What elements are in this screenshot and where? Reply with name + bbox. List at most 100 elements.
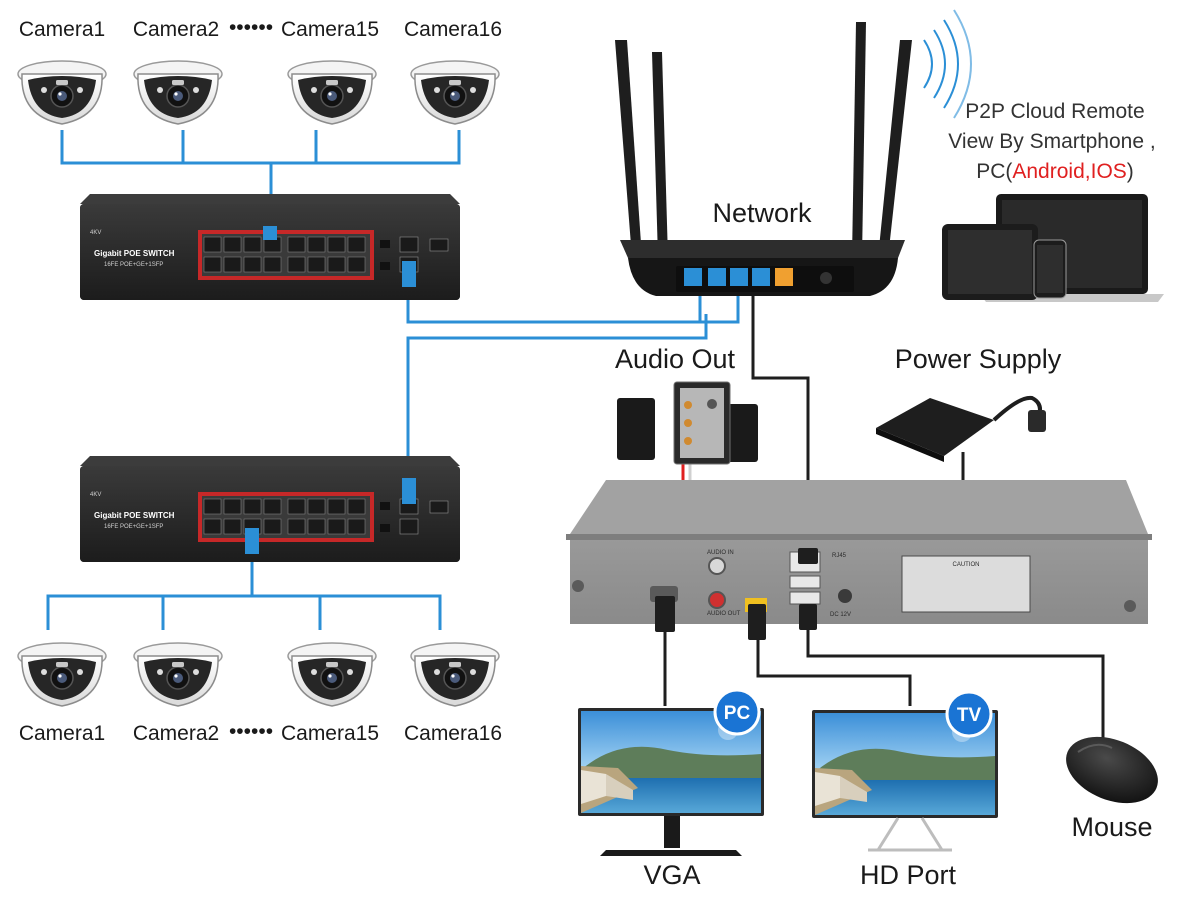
camera-label: Camera15 [281, 18, 379, 41]
vga-label: VGA [643, 860, 700, 890]
dome-camera-icon [410, 60, 500, 125]
ethernet-plug-icon [402, 478, 416, 504]
dome-camera-icon [17, 642, 107, 707]
dome-camera-icon [410, 642, 500, 707]
ethernet-plug-icon [402, 261, 416, 287]
camera-ellipsis: •••••• [229, 16, 273, 39]
power-adapter-icon [876, 395, 1046, 462]
router-antenna [852, 22, 866, 258]
wifi-signal-icon [953, 9, 972, 119]
top-camera-group: Camera1 Camera2 •••••• Camera15 Camera16 [17, 16, 502, 125]
cable-connectors [655, 548, 818, 640]
router-to-switch2-cable [406, 314, 708, 483]
bottom-camera-drop-cables [161, 596, 322, 630]
poe-switch-2: 4KV Gigabit POE SWITCH 16FE POE+GE+1SFP [79, 455, 461, 563]
tv-badge-text: TV [957, 705, 982, 726]
remote-devices [942, 194, 1164, 302]
router-antenna [652, 52, 668, 258]
wifi-signal-icon [923, 39, 933, 89]
bottom-camera-bus-cable [46, 594, 442, 630]
p2p-line-3: PC(Android,IOS) [976, 160, 1134, 183]
router-lan-port [684, 268, 702, 286]
tv-badge [945, 690, 993, 738]
poe-switch-body [79, 455, 461, 563]
camera-label: Camera1 [19, 18, 105, 41]
switch-brand: 4KV [90, 492, 101, 498]
router-lan-port [730, 268, 748, 286]
hdmi-cable [756, 612, 912, 706]
dc-power-port [838, 589, 852, 603]
top-camera-drop-cables [181, 130, 318, 163]
nvr-recorder: AUDIO IN AUDIO OUT RJ45 DC 12V CAUTION [566, 480, 1152, 624]
wifi-signal-icon [933, 29, 946, 99]
vga-plug-icon [655, 596, 675, 632]
p2p-ios: IOS [1091, 160, 1127, 183]
mouse-device: Mouse [1066, 736, 1158, 842]
dome-camera-icon [287, 642, 377, 707]
caution-sticker [901, 555, 1031, 613]
tv-stand [876, 817, 944, 851]
p2p-sep: , [1085, 160, 1091, 183]
dome-camera-icon [17, 60, 107, 125]
switch1-uplink-to-router-cable [406, 288, 740, 324]
switch-title: Gigabit POE SWITCH [94, 249, 175, 258]
camera-ellipsis: •••••• [229, 720, 273, 743]
caution-text: CAUTION [953, 562, 980, 568]
nvr-dc-text: DC 12V [830, 612, 851, 618]
wifi-signal-icon [943, 19, 959, 109]
audio-out-label: Audio Out [615, 344, 736, 374]
router-antenna [878, 40, 912, 258]
camera-label: Camera15 [281, 722, 379, 745]
nvr-rj45-text: RJ45 [832, 553, 847, 559]
p2p-line-2: View By Smartphone , [948, 130, 1155, 153]
p2p-suffix: ) [1127, 160, 1134, 183]
pc-badge [713, 688, 761, 736]
mouse-icon [1066, 736, 1158, 804]
nvr-audio-out-text: AUDIO OUT [707, 611, 741, 617]
camera-label: Camera2 [133, 18, 219, 41]
hdmi-plug-icon [748, 604, 766, 640]
tv-monitor: TV HD Port [812, 690, 998, 890]
mouse-label: Mouse [1071, 812, 1152, 842]
pc-monitor: PC VGA [578, 688, 764, 890]
camera-label: Camera16 [404, 18, 502, 41]
speaker-system-icon [617, 381, 758, 465]
network-label: Network [712, 198, 812, 228]
ethernet-plug-icon [263, 226, 277, 240]
top-camera-bus-cable [60, 130, 461, 165]
router-lan-port [708, 268, 726, 286]
wifi-router [615, 9, 972, 296]
switch-subtitle: 16FE POE+GE+1SFP [104, 524, 163, 530]
router-power-port [820, 272, 832, 284]
router-to-nvr-cable [751, 296, 810, 555]
audio-out-port [708, 591, 726, 609]
p2p-line-1: P2P Cloud Remote [965, 100, 1144, 123]
p2p-remote-text: P2P Cloud Remote View By Smartphone , PC… [948, 100, 1155, 183]
router-antenna [615, 40, 642, 258]
nvr-audio-in-text: AUDIO IN [707, 550, 734, 556]
dome-camera-icon [133, 60, 223, 125]
router-lan-port [752, 268, 770, 286]
poe-switch-1: 4KV Gigabit POE SWITCH 16FE POE+GE+1SFP [79, 193, 461, 301]
usb-port [789, 591, 821, 605]
dome-camera-icon [287, 60, 377, 125]
usb-mouse-cable [806, 612, 1105, 745]
usb-port [789, 575, 821, 589]
dome-camera-icon [133, 642, 223, 707]
p2p-prefix: PC( [976, 160, 1012, 183]
rj45-plug-icon [798, 548, 818, 564]
camera-label: Camera16 [404, 722, 502, 745]
camera-label: Camera2 [133, 722, 219, 745]
switch-subtitle: 16FE POE+GE+1SFP [104, 262, 163, 268]
pc-badge-text: PC [724, 703, 751, 724]
power-supply-label: Power Supply [895, 344, 1062, 374]
switch-title: Gigabit POE SWITCH [94, 511, 175, 520]
switch-brand: 4KV [90, 230, 101, 236]
camera-label: Camera1 [19, 722, 105, 745]
monitor-stand [600, 850, 742, 856]
router-wan-port [775, 268, 793, 286]
hd-port-label: HD Port [860, 860, 957, 890]
audio-in-port [708, 557, 726, 575]
bottom-camera-group: Camera1 Camera2 •••••• Camera15 Camera16 [17, 642, 502, 745]
